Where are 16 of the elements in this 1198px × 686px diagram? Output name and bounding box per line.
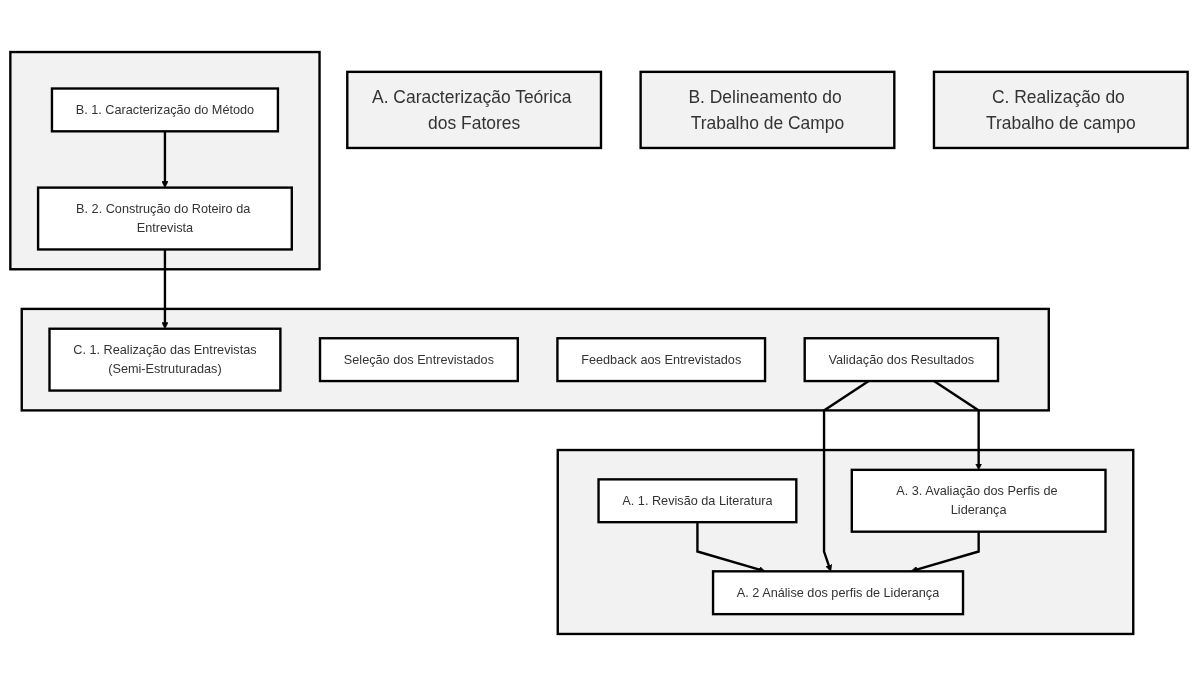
cluster — [556, 448, 1135, 636]
node-box: B. 2. Construção do Roteiro da Entrevista — [36, 186, 293, 251]
node-box: A. 3. Avaliação dos Perfis de Liderança — [850, 468, 1107, 533]
arrow — [161, 131, 169, 188]
node-box: C. Realização do Trabalho de campo — [932, 70, 1189, 150]
node-box: B. Delineamento do Trabalho de Campo — [639, 70, 896, 150]
cluster — [9, 50, 321, 271]
node-box: B. 1. Caracterização do Método — [50, 87, 280, 133]
node-box: A. 2 Análise dos perfis de Liderança — [711, 570, 965, 616]
node-box: A. 1. Revisão da Literatura — [597, 478, 798, 524]
node-box: A. Caracterização Teórica dos Fatores — [346, 70, 603, 150]
node-box: Seleção dos Entrevistados — [318, 337, 519, 383]
node-box: Validação dos Resultados — [803, 337, 1000, 383]
cluster — [20, 307, 1050, 412]
node-box: Feedback aos Entrevistados — [556, 337, 767, 383]
node-box: C. 1. Realização das Entrevistas (Semi-Estruturadas) — [48, 327, 282, 392]
